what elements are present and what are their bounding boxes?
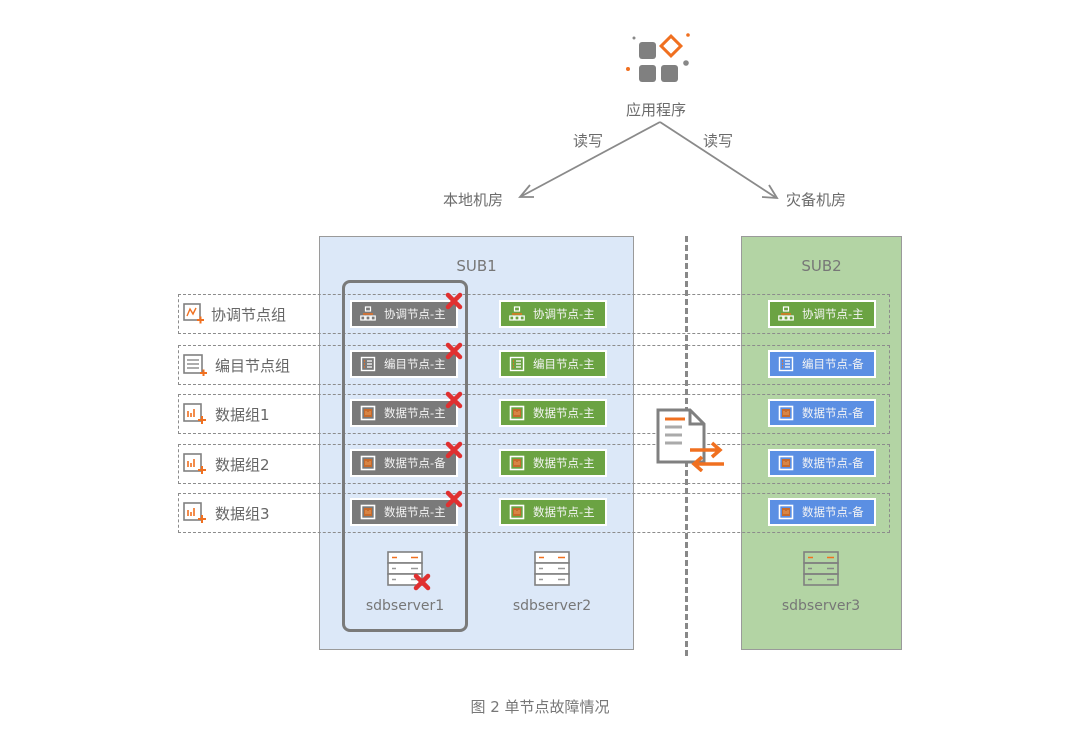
right-rw-label: 读写 [703, 132, 734, 150]
catalog-group-icon [183, 354, 207, 376]
server-failed-x-icon [413, 573, 431, 591]
node-label: 数据节点-备 [802, 406, 864, 420]
row-label-data3: 数据组3 [183, 493, 270, 533]
row-label-text: 协调节点组 [211, 305, 287, 324]
node-label: 数据节点-主 [533, 406, 595, 420]
node-failed-x-icon [445, 391, 463, 409]
data-node-icon [360, 455, 376, 471]
application-icon [626, 33, 690, 82]
node-label: 协调节点-主 [802, 307, 864, 321]
node-s2-row2-primary: 数据节点-主 [499, 399, 607, 427]
application-label: 应用程序 [626, 101, 687, 119]
row-label-coord: 协调节点组 [183, 294, 286, 334]
server-name: sdbserver2 [512, 598, 592, 614]
node-s1-row0-failed: 协调节点-主 [350, 300, 458, 328]
node-s2-row0-primary: 协调节点-主 [499, 300, 607, 328]
catalog-node-icon [360, 356, 376, 372]
figure-caption: 图 2 单节点故障情况 [470, 698, 610, 716]
node-label: 数据节点-主 [533, 456, 595, 470]
server-sdbserver3: sdbserver3 [761, 550, 881, 614]
dr-datacenter-label: 灾备机房 [786, 191, 847, 209]
coord-group-icon [183, 303, 204, 324]
row-label-data2: 数据组2 [183, 444, 270, 484]
row-label-text: 编目节点组 [215, 356, 291, 375]
node-failed-x-icon [445, 342, 463, 360]
failed-server-outline [342, 280, 468, 632]
node-label: 编目节点-主 [384, 357, 446, 371]
row-label-data1: 数据组1 [183, 394, 270, 434]
node-s2-row3-primary: 数据节点-主 [499, 449, 607, 477]
data-node-icon [509, 455, 525, 471]
sub2-title: SUB2 [801, 257, 842, 275]
server-icon [534, 551, 570, 586]
data-node-icon [360, 405, 376, 421]
node-label: 数据节点-主 [533, 505, 595, 519]
data-group-icon [183, 403, 206, 424]
server-name: sdbserver1 [365, 598, 445, 614]
server-sdbserver1: sdbserver1 [345, 550, 465, 614]
data-node-icon [509, 504, 525, 520]
coordinator-node-icon [360, 306, 376, 321]
data-node-icon [360, 504, 376, 520]
node-s2-row1-primary: 编目节点-主 [499, 350, 607, 378]
node-label: 数据节点-备 [802, 456, 864, 470]
node-s3-row0-primary: 协调节点-主 [768, 300, 876, 328]
node-label: 数据节点-主 [384, 505, 446, 519]
node-label: 协调节点-主 [533, 307, 595, 321]
data-node-icon [509, 405, 525, 421]
server-icon [803, 551, 839, 586]
node-s3-row1-standby: 编目节点-备 [768, 350, 876, 378]
data-node-icon [778, 405, 794, 421]
row-label-text: 数据组3 [215, 504, 270, 523]
node-label: 编目节点-备 [802, 357, 864, 371]
node-failed-x-icon [445, 490, 463, 508]
row-label-text: 数据组1 [215, 405, 270, 424]
replication-icon [656, 408, 724, 472]
row-box-coord [178, 294, 890, 334]
node-label: 数据节点-主 [384, 406, 446, 420]
node-label: 编目节点-主 [533, 357, 595, 371]
arrow-to-dr [659, 121, 776, 198]
node-s3-row3-standby: 数据节点-备 [768, 449, 876, 477]
node-failed-x-icon [445, 441, 463, 459]
node-s1-row3-failed: 数据节点-备 [350, 449, 458, 477]
node-s1-row4-failed: 数据节点-主 [350, 498, 458, 526]
server-sdbserver2: sdbserver2 [492, 550, 612, 614]
data-group-icon [183, 502, 206, 523]
node-label: 协调节点-主 [384, 307, 446, 321]
coordinator-node-icon [509, 306, 525, 321]
sub1-title: SUB1 [456, 257, 497, 275]
row-box-data2 [178, 444, 890, 484]
data-node-icon [778, 504, 794, 520]
read-write-arrows [518, 121, 779, 200]
server-name: sdbserver3 [781, 598, 861, 614]
row-box-catalog [178, 345, 890, 385]
left-rw-label: 读写 [573, 132, 604, 150]
row-label-text: 数据组2 [215, 455, 270, 474]
node-s3-row4-standby: 数据节点-备 [768, 498, 876, 526]
local-datacenter-label: 本地机房 [443, 191, 504, 209]
data-group-icon [183, 453, 206, 474]
node-s2-row4-primary: 数据节点-主 [499, 498, 607, 526]
arrow-to-local [519, 121, 661, 198]
node-s3-row2-standby: 数据节点-备 [768, 399, 876, 427]
node-s1-row2-failed: 数据节点-主 [350, 399, 458, 427]
catalog-node-icon [509, 356, 525, 372]
row-box-data3 [178, 493, 890, 533]
node-label: 数据节点-备 [802, 505, 864, 519]
row-box-data1 [178, 394, 890, 434]
server-icon [387, 551, 423, 586]
coordinator-node-icon [778, 306, 794, 321]
row-label-catalog: 编目节点组 [183, 345, 290, 385]
data-node-icon [778, 455, 794, 471]
catalog-node-icon [778, 356, 794, 372]
node-s1-row1-failed: 编目节点-主 [350, 350, 458, 378]
node-failed-x-icon [445, 292, 463, 310]
node-label: 数据节点-备 [384, 456, 446, 470]
